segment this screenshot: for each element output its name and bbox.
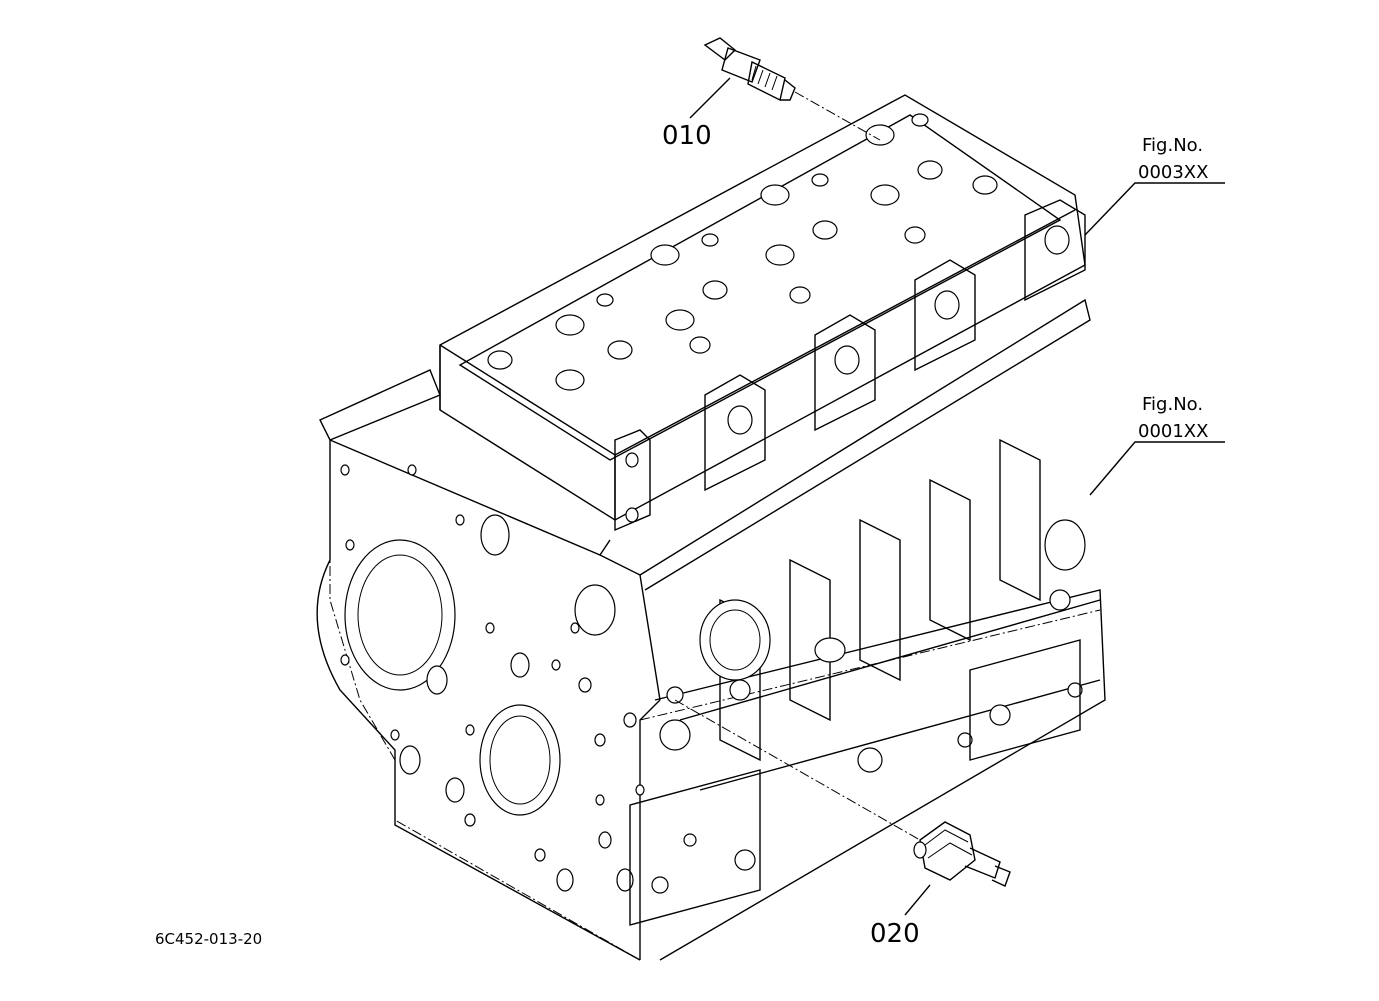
fig-head-code: 0003XX	[1138, 162, 1208, 183]
fig-head-label: Fig.No.	[1142, 135, 1203, 156]
fig-block-label: Fig.No.	[1142, 394, 1203, 415]
part-number-010: 010	[662, 121, 712, 151]
leader-010	[689, 77, 731, 119]
install-line-020	[674, 699, 921, 841]
leader-020	[904, 884, 931, 916]
fig-block-code: 0001XX	[1138, 421, 1208, 442]
cylinder-head	[439, 94, 1086, 532]
drawing-code: 6C452-013-20	[155, 930, 262, 948]
install-line-010	[794, 91, 881, 141]
leader-fig-block	[1089, 441, 1225, 496]
sensor-020	[913, 821, 1011, 887]
engine-block	[316, 298, 1106, 961]
part-number-020: 020	[870, 919, 920, 949]
sensor-010	[703, 37, 796, 102]
leader-fig-head	[1084, 182, 1225, 236]
